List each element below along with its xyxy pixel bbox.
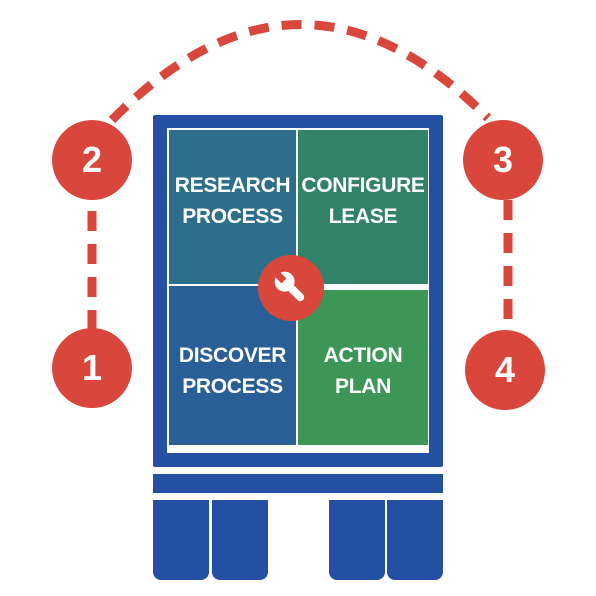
quadrant-discover-label: DISCOVER PROCESS [178,343,287,398]
step-2-badge: 2 [52,120,132,200]
quadrant-action-plan: ACTION PLAN [298,290,428,445]
board-leg-4 [387,500,443,580]
step-1-badge: 1 [52,328,132,408]
board-leg-1 [153,500,209,580]
quadrant-research-label: RESEARCH PROCESS [174,174,291,228]
wrench-icon [273,270,305,302]
step-3-badge: 3 [463,120,543,200]
board-leg-3 [329,500,385,580]
board-leg-2 [212,500,268,580]
quadrant-action-label: ACTION PLAN [323,343,403,398]
board-base-bar [153,474,443,493]
connector-2-to-3 [108,20,492,124]
quadrant-configure-lease: CONFIGURE LEASE [298,130,428,284]
center-hub [258,255,324,321]
step-4-badge: 4 [465,330,545,410]
quadrant-research-process: RESEARCH PROCESS [169,130,296,284]
quadrant-configure-label: CONFIGURE LEASE [301,174,425,228]
